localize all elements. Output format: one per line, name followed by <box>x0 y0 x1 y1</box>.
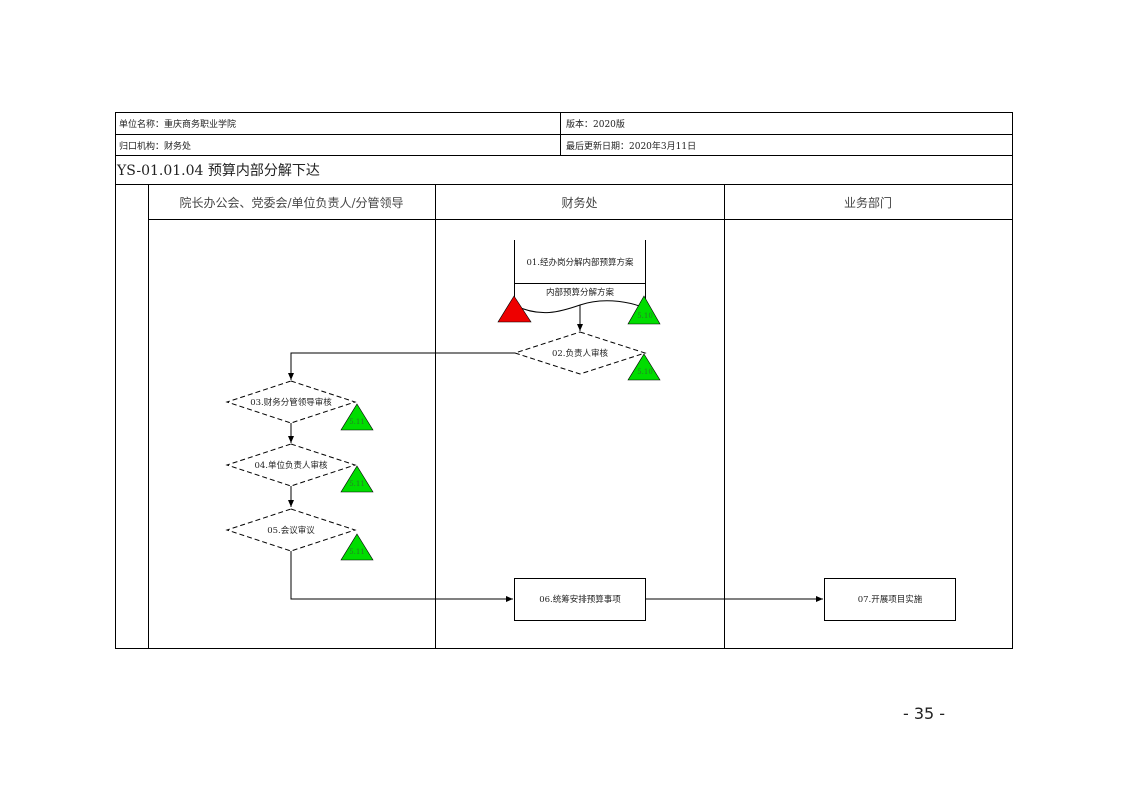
step-01-document-shape <box>513 240 646 314</box>
control-marker-05: 5.11 <box>349 548 365 556</box>
control-triangle-02 <box>627 353 661 381</box>
step-03-label: 03.财务分管领导审核 <box>250 398 332 408</box>
step-03-diamond <box>225 380 357 424</box>
document-label: 内部预算分解方案 <box>545 288 615 298</box>
responsible-department: 归口机构：财务处 <box>119 142 192 152</box>
step-07-box <box>824 578 956 621</box>
control-triangle-04 <box>340 465 374 493</box>
control-marker-02: 5.10 <box>637 368 653 376</box>
control-marker-01: 5.10 <box>637 312 653 320</box>
risk-triangle-red <box>497 295 532 323</box>
process-title: YS-01.01.04 预算内部分解下达 <box>117 163 320 179</box>
last-updated: 最后更新日期：2020年3月11日 <box>566 142 697 152</box>
arrow-05-06 <box>290 551 513 602</box>
table-grid <box>115 112 1013 649</box>
lane-header-business: 业务部门 <box>843 196 892 210</box>
step-01-label: 01.经办岗分解内部预算方案 <box>526 258 634 268</box>
step-02-diamond <box>513 331 647 375</box>
step-06-box <box>514 578 646 621</box>
step-05-diamond <box>225 508 357 552</box>
arrow-02-03 <box>288 352 515 380</box>
control-marker-04: 5.11 <box>349 480 365 488</box>
step-05-label: 05.会议审议 <box>267 526 315 536</box>
step-04-label: 04.单位负责人审核 <box>254 461 328 471</box>
step-06-label: 06.统筹安排预算事项 <box>539 595 621 605</box>
lane-header-leadership: 院长办公会、党委会/单位负责人/分管领导 <box>179 196 404 210</box>
lane-header-finance: 财务处 <box>561 196 598 210</box>
control-triangle-05 <box>340 533 374 561</box>
control-triangle-01 <box>627 295 661 325</box>
version: 版本：2020版 <box>566 120 625 130</box>
page-number: - 35 - <box>903 704 946 723</box>
step-02-label: 02.负责人审核 <box>551 349 609 359</box>
control-triangle-03 <box>340 403 374 431</box>
step-07-label: 07.开展项目实施 <box>857 595 923 605</box>
unit-name: 单位名称：重庆商务职业学院 <box>119 120 237 130</box>
control-marker-03: 5.11 <box>349 418 365 426</box>
step-04-diamond <box>225 443 357 487</box>
